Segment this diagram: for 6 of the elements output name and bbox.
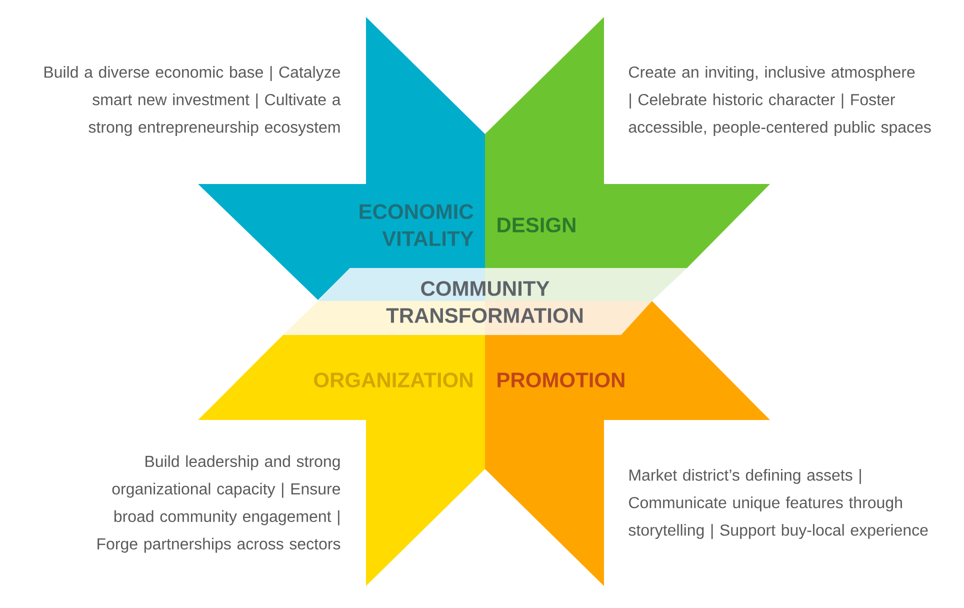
node-label: COMMUNITY	[421, 281, 550, 296]
description-text: Create an inviting, inclusive atmosphere | Celebrate historic character | Foster accessible, people-centered public spaces	[628, 66, 931, 136]
description-text: Build a diverse economic base | Catalyze smart new investment | Cultivate a strong entrepreneurship ecosystem	[44, 66, 341, 136]
description-text: Build leadership and strong organizational capacity | Ensure broad community engagement | Forge partnerships across sectors	[98, 455, 340, 553]
description-text: Market district’s defining assets | Communicate unique features through storytelling | Support buy-local experience	[628, 469, 928, 539]
center-band: COMMUNITY TRANSFORMATION	[283, 268, 687, 335]
